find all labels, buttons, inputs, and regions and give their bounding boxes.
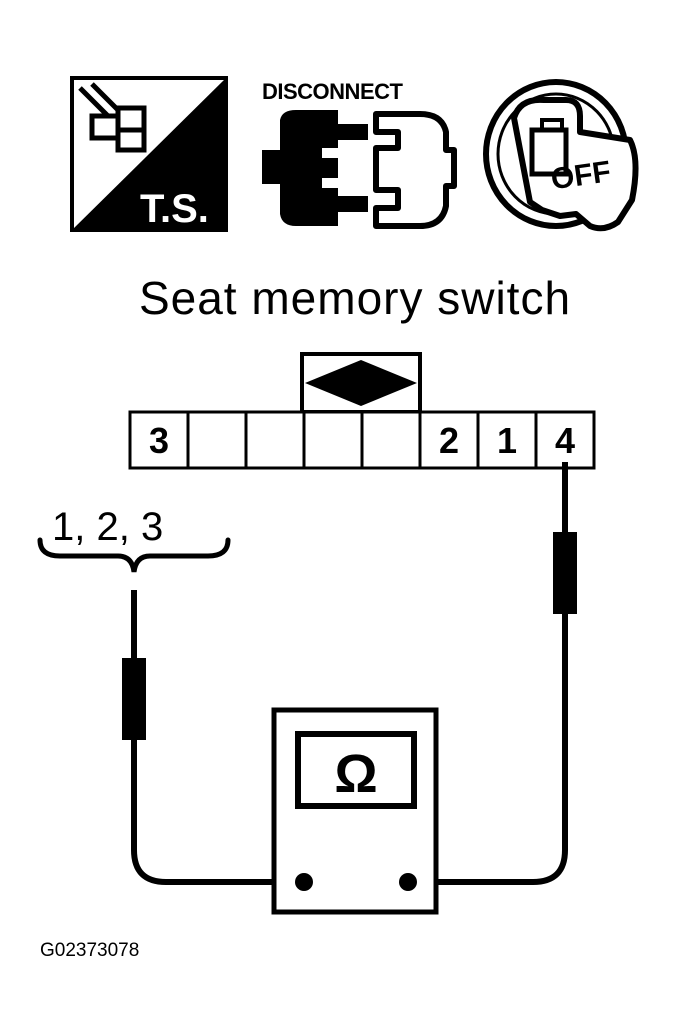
- test-switch-icon: T.S.: [70, 76, 228, 232]
- pin-number: 3: [149, 420, 169, 461]
- pin-cavity: [244, 410, 306, 470]
- pin-number: 1: [497, 420, 517, 461]
- left-test-probe: [122, 590, 304, 885]
- disconnect-label: DISCONNECT: [262, 79, 404, 104]
- pin-number: 4: [555, 420, 575, 461]
- ohm-symbol-icon: Ω: [334, 744, 377, 804]
- pin-cavity: [360, 410, 422, 470]
- diagram-title: Seat memory switch: [139, 272, 571, 324]
- probe-terminal-label: 1, 2, 3: [52, 505, 163, 549]
- ignition-key-off-icon: OFF: [483, 79, 639, 232]
- terminal-group-brace: [37, 537, 231, 573]
- pin-cavity: [186, 410, 248, 470]
- right-test-probe: [408, 462, 577, 885]
- pin-cavity: 1: [476, 410, 538, 470]
- disconnect-icon: DISCONNECT: [262, 79, 457, 229]
- pin-cavity: 4: [534, 410, 596, 470]
- pin-cavity: 3: [128, 410, 190, 470]
- pin-cavity: [302, 410, 364, 470]
- meter-terminal-right: [399, 873, 417, 891]
- connector-small-icon: [78, 82, 147, 153]
- ts-label: T.S.: [140, 187, 209, 231]
- pin-number: 2: [439, 420, 459, 461]
- meter-terminal-left: [295, 873, 313, 891]
- latch-diamond-icon: [305, 360, 417, 406]
- ohmmeter: Ω: [271, 707, 439, 915]
- figure-code: G02373078: [40, 940, 139, 961]
- pin-cavity: 2: [418, 410, 480, 470]
